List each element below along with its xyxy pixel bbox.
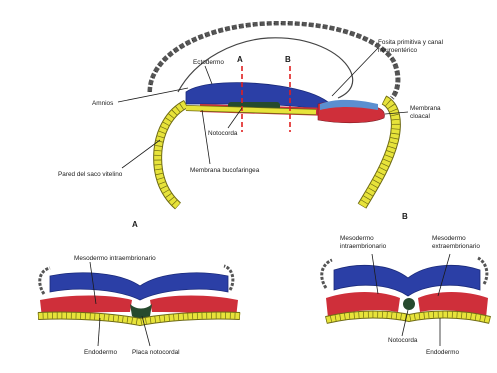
label-section-a: A bbox=[237, 55, 243, 64]
label-membrana-cloacal-line2: cloacal bbox=[410, 113, 430, 120]
label-a-mesodermo: Mesodermo intraembrionario bbox=[74, 255, 156, 262]
label-fosita-line2: neuroentérico bbox=[378, 47, 418, 54]
label-b-mesodermo-intra-line2: intraembrionario bbox=[340, 243, 387, 250]
label-amnios: Amnios bbox=[92, 100, 113, 107]
label-fosita: Fosita primitiva y canal bbox=[378, 39, 443, 46]
label-membrana-bucofaringea: Membrana bucofaringea bbox=[190, 167, 260, 174]
label-notocorda-top: Notocorda bbox=[208, 130, 238, 137]
label-b-notocorda: Notocorda bbox=[388, 337, 418, 344]
label-a-endodermo: Endodermo bbox=[84, 349, 117, 356]
label-membrana-cloacal: Membrana bbox=[410, 105, 441, 112]
label-b-mesodermo-extra: Mesodermo bbox=[432, 235, 466, 242]
cross-section-b: B Mesodermo intraembrionario Mesodermo e… bbox=[322, 212, 490, 356]
label-section-b: B bbox=[285, 55, 291, 64]
label-a-placa: Placa notocordal bbox=[132, 349, 180, 356]
a-amnion-left bbox=[40, 268, 50, 294]
panel-a-title: A bbox=[132, 220, 138, 229]
label-b-endodermo: Endodermo bbox=[426, 349, 459, 356]
cross-section-a: A Mesodermo intraembrionario Endodermo P… bbox=[38, 220, 240, 356]
b-ectoderm bbox=[334, 265, 480, 296]
leader-bucofaringea bbox=[202, 110, 210, 164]
leader-fosita bbox=[332, 48, 378, 96]
leader-a-endodermo bbox=[98, 318, 100, 346]
label-b-mesodermo-intra: Mesodermo bbox=[340, 235, 374, 242]
label-pared-saco: Pared del saco vitelino bbox=[58, 171, 123, 178]
leader-ectodermo bbox=[205, 66, 212, 84]
panel-b-title: B bbox=[402, 212, 408, 221]
sagittal-view: Ectodermo A B Fosita primitiva y canal n… bbox=[58, 23, 443, 206]
label-b-mesodermo-extra-line2: extraembrionario bbox=[432, 243, 480, 250]
b-notochord bbox=[403, 298, 415, 310]
b-amnion-left bbox=[322, 260, 332, 288]
amnion-inner bbox=[153, 26, 391, 92]
label-ectodermo: Ectodermo bbox=[193, 59, 224, 66]
